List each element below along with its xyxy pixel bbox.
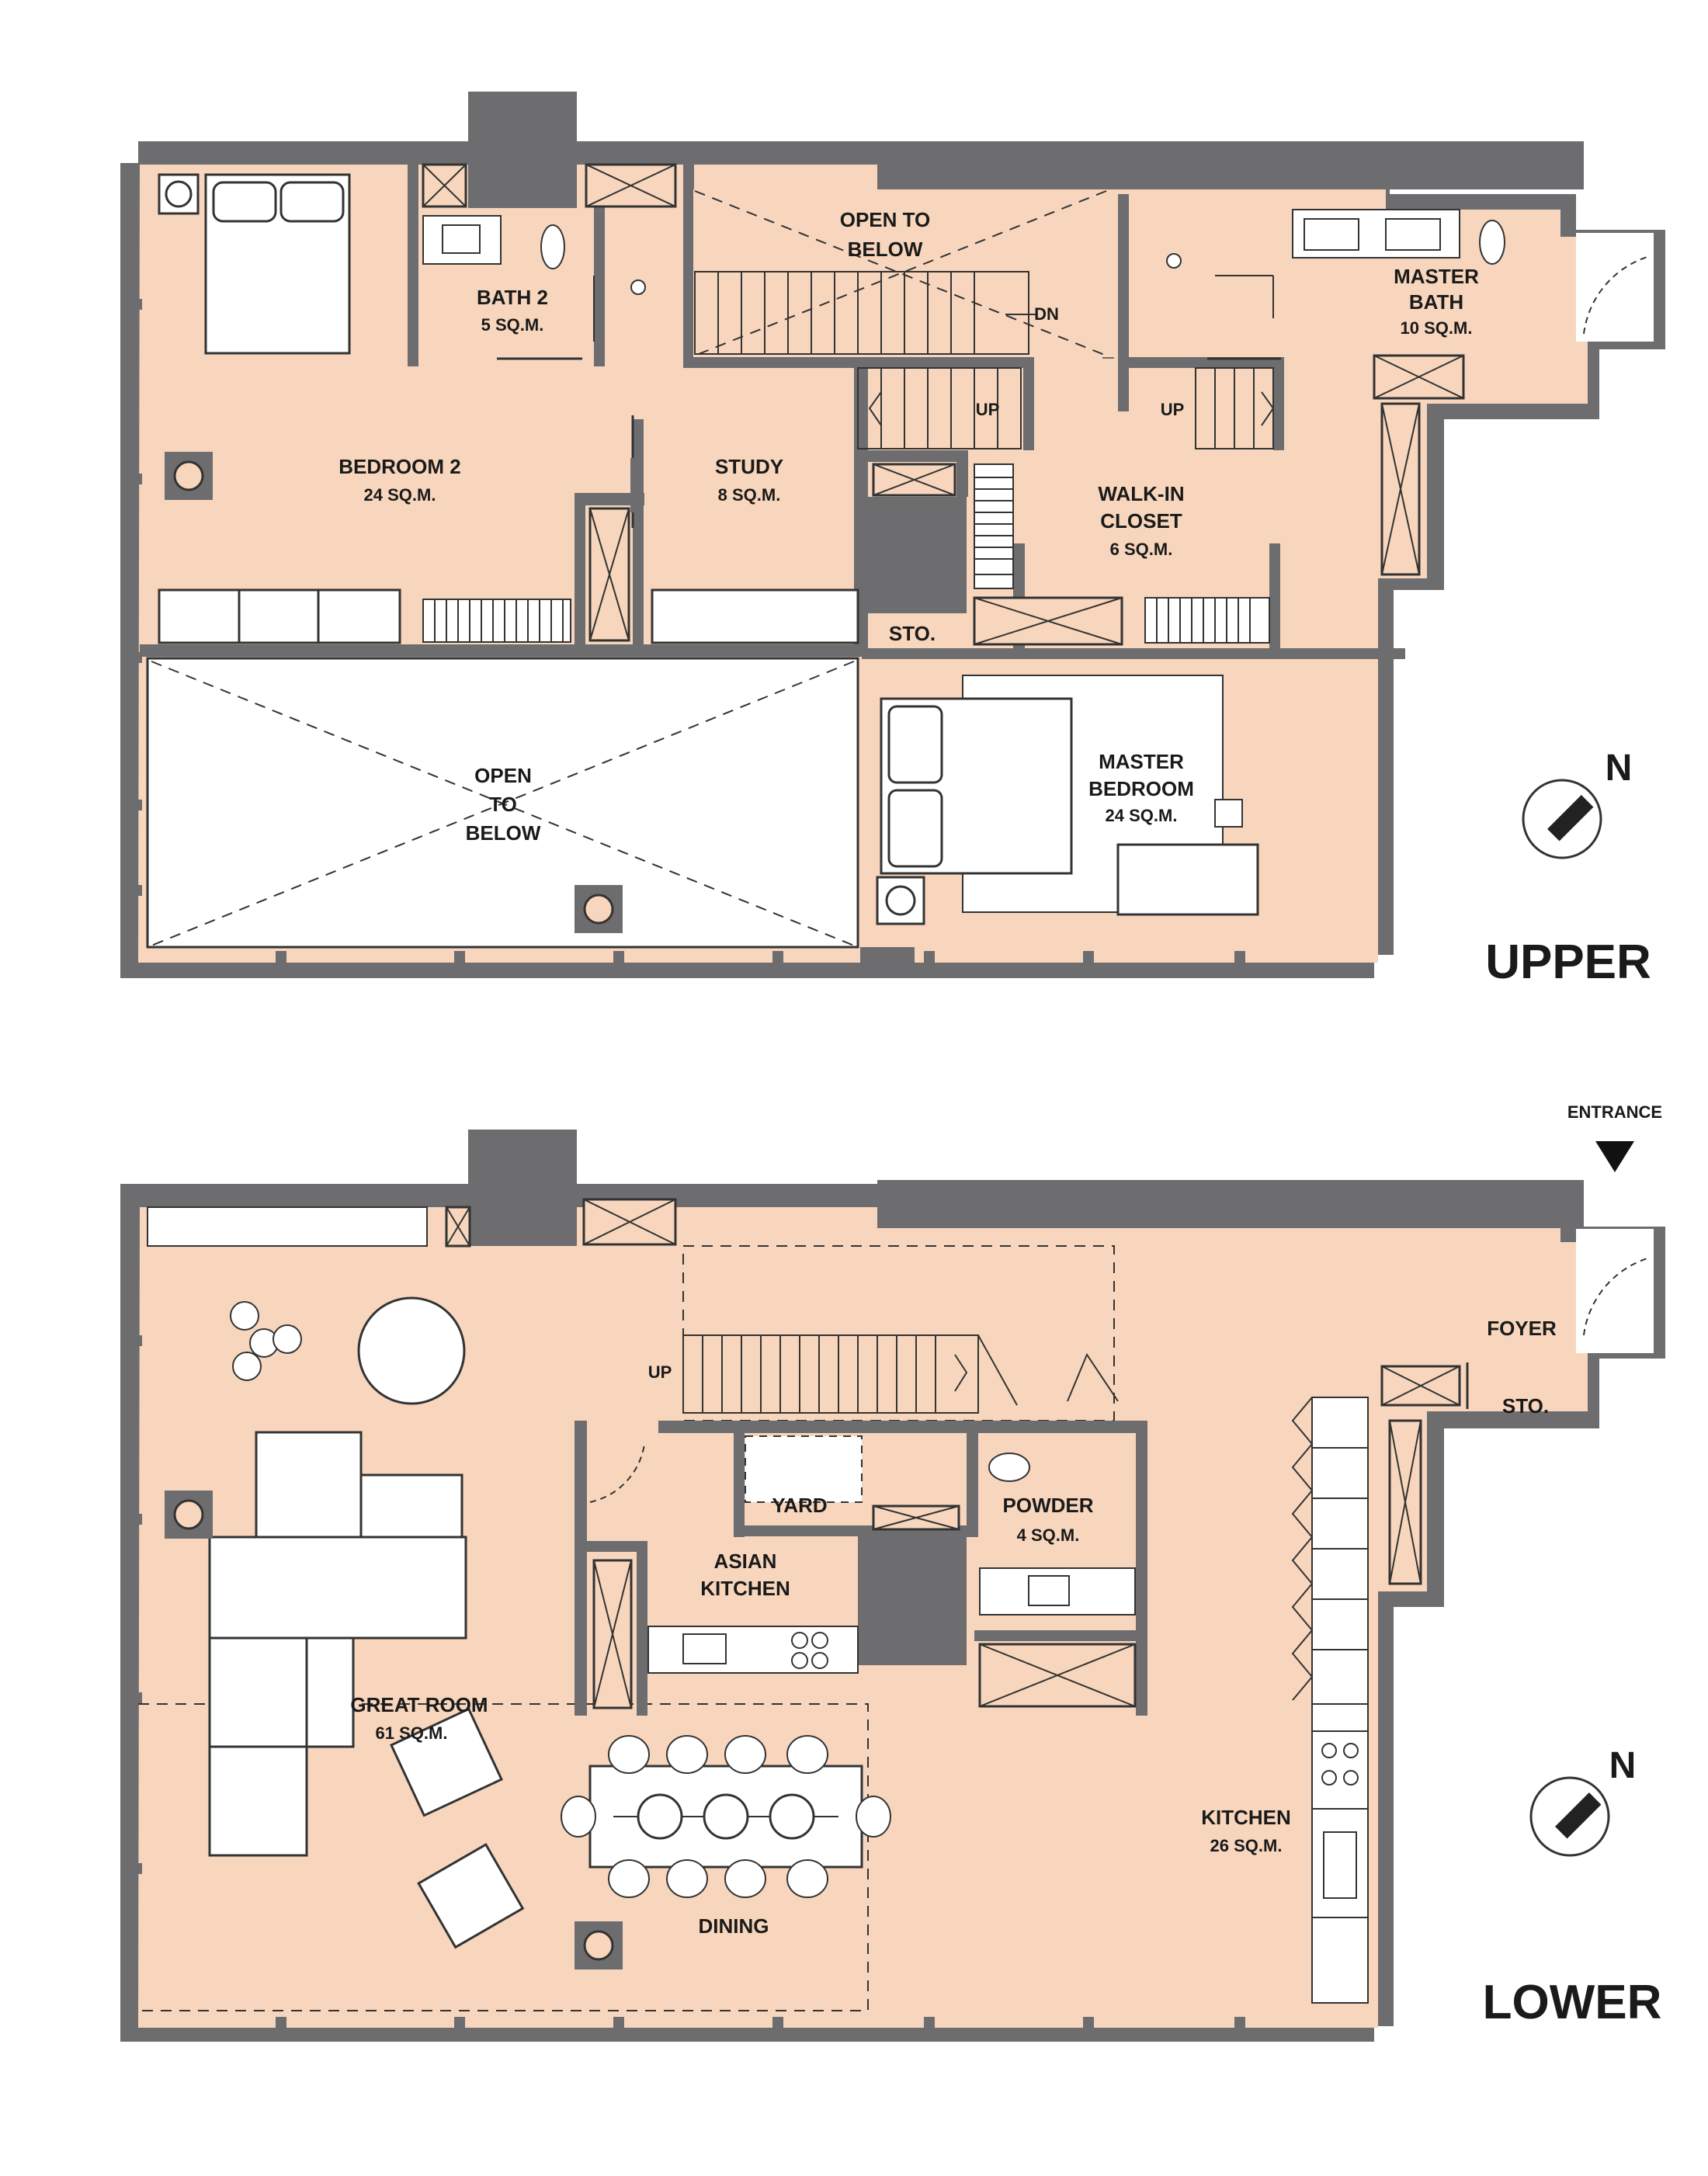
upper-stair-up-left xyxy=(857,367,1022,449)
master-bedroom-label-1: MASTER xyxy=(1099,750,1184,773)
lower-floor-plan: ENTRANCE FOYER STO. UP YARD POWDER 4 SQ.… xyxy=(120,1102,1665,2042)
master-bath-fixtures xyxy=(1166,209,1505,360)
master-bedroom-area: 24 SQ.M. xyxy=(1106,806,1178,825)
svg-text:N: N xyxy=(1606,748,1633,789)
master-bedroom-furniture xyxy=(876,675,1259,925)
asian-kitchen-label-2: KITCHEN xyxy=(700,1577,790,1600)
lower-stair-up-label: UP xyxy=(648,1362,672,1382)
great-room-label: GREAT ROOM xyxy=(350,1693,488,1716)
bath2-fixtures xyxy=(422,215,646,360)
stair-up-right-label: UP xyxy=(1161,400,1185,419)
yard-label: YARD xyxy=(772,1494,827,1517)
bedroom2-bed xyxy=(158,173,351,355)
upper-title: UPPER xyxy=(1485,935,1651,989)
upper-shaft-boxes xyxy=(422,163,1465,646)
lower-stair xyxy=(682,1334,1018,1414)
dining-table xyxy=(561,1735,891,1898)
walkin-closet-label-2: CLOSET xyxy=(1100,509,1182,533)
entrance-label: ENTRANCE xyxy=(1567,1102,1662,1122)
bath2-area: 5 SQ.M. xyxy=(481,315,544,335)
open-to-below-main-label-3: BELOW xyxy=(466,821,541,845)
upper-sto-label: STO. xyxy=(889,622,936,645)
upper-stair-up-right xyxy=(1195,367,1275,449)
master-bath-label-1: MASTER xyxy=(1394,265,1479,288)
lower-north-arrow-icon: N xyxy=(1529,1745,1637,1857)
foyer-label: FOYER xyxy=(1487,1317,1557,1340)
walkin-closet-label-1: WALK-IN xyxy=(1098,482,1184,505)
open-to-below-top-label-1: OPEN TO xyxy=(840,208,931,231)
walkin-closet-area: 6 SQ.M. xyxy=(1110,540,1173,559)
bath2-label: BATH 2 xyxy=(477,286,548,309)
open-to-below-main-label-2: TO xyxy=(489,793,517,816)
upper-closet-rods xyxy=(422,463,1270,644)
stair-dn-label: DN xyxy=(1034,304,1059,324)
bedroom2-area: 24 SQ.M. xyxy=(364,485,436,505)
great-room-area: 61 SQ.M. xyxy=(376,1723,448,1743)
kitchen-area: 26 SQ.M. xyxy=(1210,1836,1283,1855)
study-area: 8 SQ.M. xyxy=(718,485,781,505)
kitchen-counter xyxy=(1291,1397,1369,2004)
kitchen-label: KITCHEN xyxy=(1201,1806,1291,1829)
powder-area: 4 SQ.M. xyxy=(1017,1525,1080,1545)
lower-sto-label: STO. xyxy=(1502,1394,1549,1418)
master-bath-area: 10 SQ.M. xyxy=(1401,318,1473,338)
upper-north-arrow-icon: N xyxy=(1522,748,1633,859)
great-room-furniture xyxy=(208,1296,525,1949)
entrance-arrow-icon xyxy=(1595,1141,1634,1172)
powder-label: POWDER xyxy=(1003,1494,1094,1517)
master-bedroom-label-2: BEDROOM xyxy=(1088,777,1194,800)
master-bath-label-2: BATH xyxy=(1409,290,1463,314)
upper-floor-plan: OPEN TO BELOW BATH 2 5 SQ.M. DN MASTER B… xyxy=(120,92,1665,989)
open-to-below-main-label-1: OPEN xyxy=(474,764,532,787)
upper-stair-top xyxy=(694,271,1036,355)
lower-title: LOWER xyxy=(1483,1976,1662,2029)
dining-label: DINING xyxy=(699,1914,769,1938)
asian-kitchen-label-1: ASIAN xyxy=(714,1550,777,1573)
svg-text:N: N xyxy=(1609,1745,1637,1786)
bedroom2-wardrobe xyxy=(158,588,859,644)
stair-up-left-label: UP xyxy=(976,400,1000,419)
study-label: STUDY xyxy=(715,455,783,478)
bedroom2-label: BEDROOM 2 xyxy=(338,455,460,478)
open-to-below-top-label-2: BELOW xyxy=(848,238,923,261)
